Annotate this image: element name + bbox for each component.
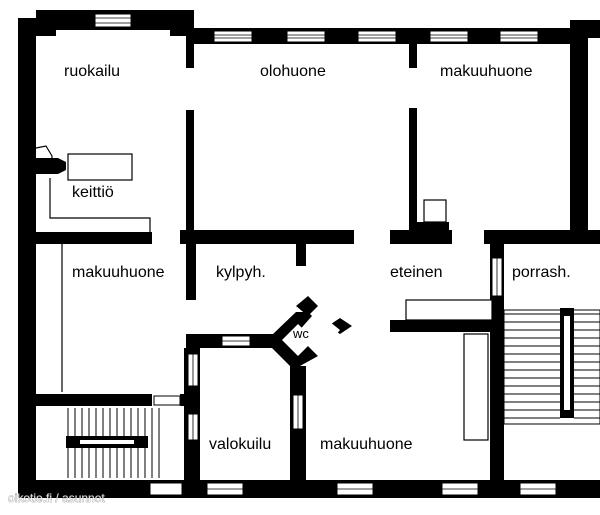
label-olohuone: olohuone xyxy=(260,63,326,80)
windows-bottom xyxy=(149,482,557,496)
watermark: oikotie.fi / asunnot xyxy=(8,491,105,505)
windows-inner xyxy=(153,257,503,441)
wc-room xyxy=(266,296,352,372)
label-keittio: keittiö xyxy=(72,184,114,201)
label-ruokailu: ruokailu xyxy=(64,63,120,80)
label-porrash: porrash. xyxy=(512,264,571,281)
label-wc: wc xyxy=(292,326,309,341)
staircase-left xyxy=(66,408,160,478)
label-makuuhuone-bottom: makuuhuone xyxy=(320,436,413,453)
label-eteinen: eteinen xyxy=(390,264,443,281)
stair-core-gap xyxy=(80,440,134,444)
staircase-right xyxy=(503,308,600,425)
hall-wardrobe xyxy=(405,299,493,441)
label-kylpyh: kylpyh. xyxy=(216,264,266,281)
room-labels: ruokailu olohuone makuuhuone keittiö mak… xyxy=(64,63,571,453)
stair-core-gap xyxy=(564,316,570,410)
stair-frame xyxy=(503,309,600,425)
outer-walls xyxy=(18,10,600,498)
windows-top xyxy=(94,13,539,43)
label-valokuilu: valokuilu xyxy=(209,436,271,453)
label-makuuhuone-left: makuuhuone xyxy=(72,264,165,281)
kitchen-fixtures xyxy=(35,145,151,232)
label-makuuhuone-top: makuuhuone xyxy=(440,63,533,80)
